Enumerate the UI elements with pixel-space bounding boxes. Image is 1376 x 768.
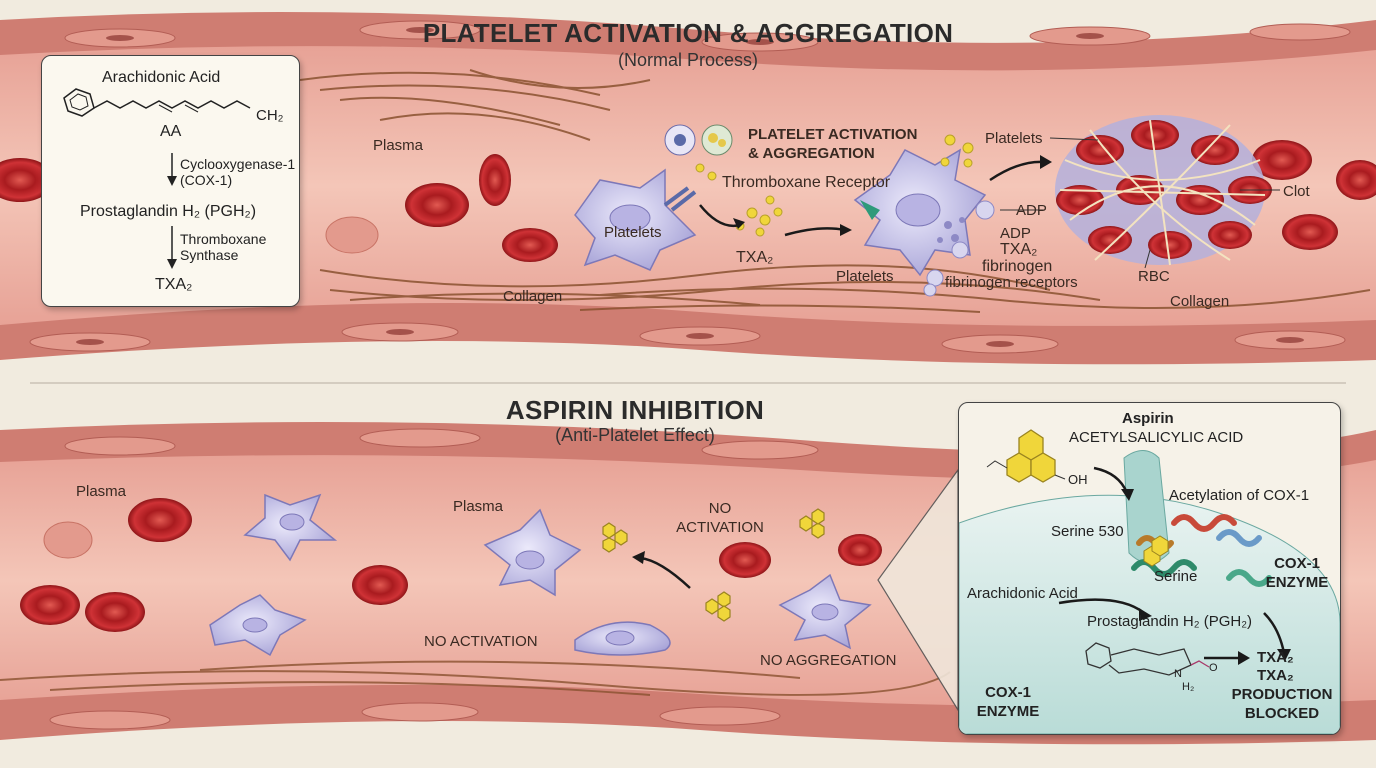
rbc [128,498,192,542]
top-vessel [0,12,1376,365]
platelet-left [574,168,697,271]
oh-label: OH [1068,472,1088,487]
bottom-rbc-group [20,498,882,632]
acetylation-label: Acetylation of COX-1 [1169,487,1310,504]
txa2-molecules [695,134,974,237]
clot [1055,115,1272,266]
aspirin-molecules [602,508,825,622]
txa2-inset-label-b: TXA₂ [1257,667,1294,684]
rbc [1336,160,1376,200]
activated-platelet [853,148,995,297]
collagen-label-right: Collagen [1170,293,1230,310]
bottom-subtitle: (Anti-Platelet Effect) [555,425,715,445]
arachidonic-acid-structure [63,88,251,269]
thromboxane-receptor-label: Thromboxane Receptor [722,174,891,191]
thromboxane-synthase-label-1: Thromboxane [180,231,267,247]
serine-label: Serine [1154,568,1198,585]
platelet-icon-circles [664,124,733,156]
fibrinogen-receptors-label: fibrinogen receptors [945,274,1078,291]
plasma-label: Plasma [373,137,424,154]
clot-label: Clot [1283,183,1310,200]
plasma-label-mid: Plasma [453,498,504,515]
rbc-label: RBC [1138,268,1170,285]
top-title: PLATELET ACTIVATION & AGGREGATION [422,18,954,48]
cox1-enzyme-right-2: ENZYME [1265,574,1329,591]
cox1-enzyme-left-2: ENZYME [976,703,1040,720]
rbc [838,534,882,566]
rbc [502,228,558,262]
no-activation-label-a2: ACTIVATION [676,519,764,536]
platelets-label-mid: Platelets [836,268,894,285]
n-atom-label: N [1174,668,1182,680]
production-blocked-1: PRODUCTION [1231,686,1333,703]
rbc [0,158,54,202]
platelets-label-left: Platelets [604,224,662,241]
production-blocked-2: BLOCKED [1244,705,1320,722]
cox1-enzyme-right-1: COX-1 [1274,555,1320,572]
pgh2-inset-label: Prostaglandin H₂ (PGH₂) [1087,613,1253,630]
no-activation-label-a1: NO [708,500,732,517]
h2-atom-label: H₂ [1182,681,1195,693]
cox1-inset: Aspirin ACETYLSALICYLIC ACID OH Acetylat… [958,402,1341,735]
rbc [325,216,379,254]
aa-label: AA [160,123,182,140]
rbc [479,154,511,206]
txa2-label: TXA₂ [736,249,774,266]
no-aggregation-label: NO AGGREGATION [760,652,897,669]
activation-label-1: PLATELET ACTIVATION [748,126,918,143]
pgh2-label: Prostaglandin H₂ (PGH₂) [80,203,257,220]
cox1-enzyme-label: Cyclooxygenase-1 [180,156,296,172]
adp-outer-label: ADP [1016,202,1047,219]
aspirin-label: Aspirin [1122,410,1174,427]
acetylsalicylic-label: ACETYLSALICYLIC ACID [1069,429,1244,446]
rbc [1252,140,1312,180]
cox1-enzyme-art [959,429,1340,734]
thromboxane-synthase-label-2: Synthase [180,247,239,263]
bottom-title: ASPIRIN INHIBITION [505,395,765,425]
rbc [405,183,469,227]
rbc [43,521,93,559]
rbc [719,542,771,578]
activation-label-2: & AGGREGATION [748,145,875,162]
cox1-enzyme-left-1: COX-1 [985,684,1031,701]
txa2-inner-label: TXA₂ [1000,241,1038,258]
rbc [85,592,145,632]
ch2-label: CH₂ [256,107,284,124]
top-subtitle: (Normal Process) [617,50,759,70]
serine-530-label: Serine 530 [1051,523,1124,540]
rbc [1282,214,1338,250]
adp-inner-label: ADP [1000,225,1031,242]
cox1-abbr-label: (COX-1) [180,172,233,188]
pathway-card: Arachidonic Acid CH₂ AA Cyclooxygenase-1… [41,55,300,307]
collagen-label-left: Collagen [503,288,563,305]
top-rbc-group [0,140,1376,262]
arachidonic-acid-inset-label: Arachidonic Acid [967,585,1078,602]
txa2-product-label: TXA₂ [155,276,193,293]
o-atom-label: O [1209,662,1218,674]
no-activation-label-b: NO ACTIVATION [424,633,538,650]
txa2-inset-label-a: TXA₂ [1257,649,1294,666]
rbc [352,565,408,605]
plasma-label-left: Plasma [76,483,127,500]
rbc [20,585,80,625]
fibrinogen-label: fibrinogen [982,258,1053,275]
platelets-label-right: Platelets [985,130,1043,147]
arachidonic-acid-label: Arachidonic Acid [102,69,221,86]
